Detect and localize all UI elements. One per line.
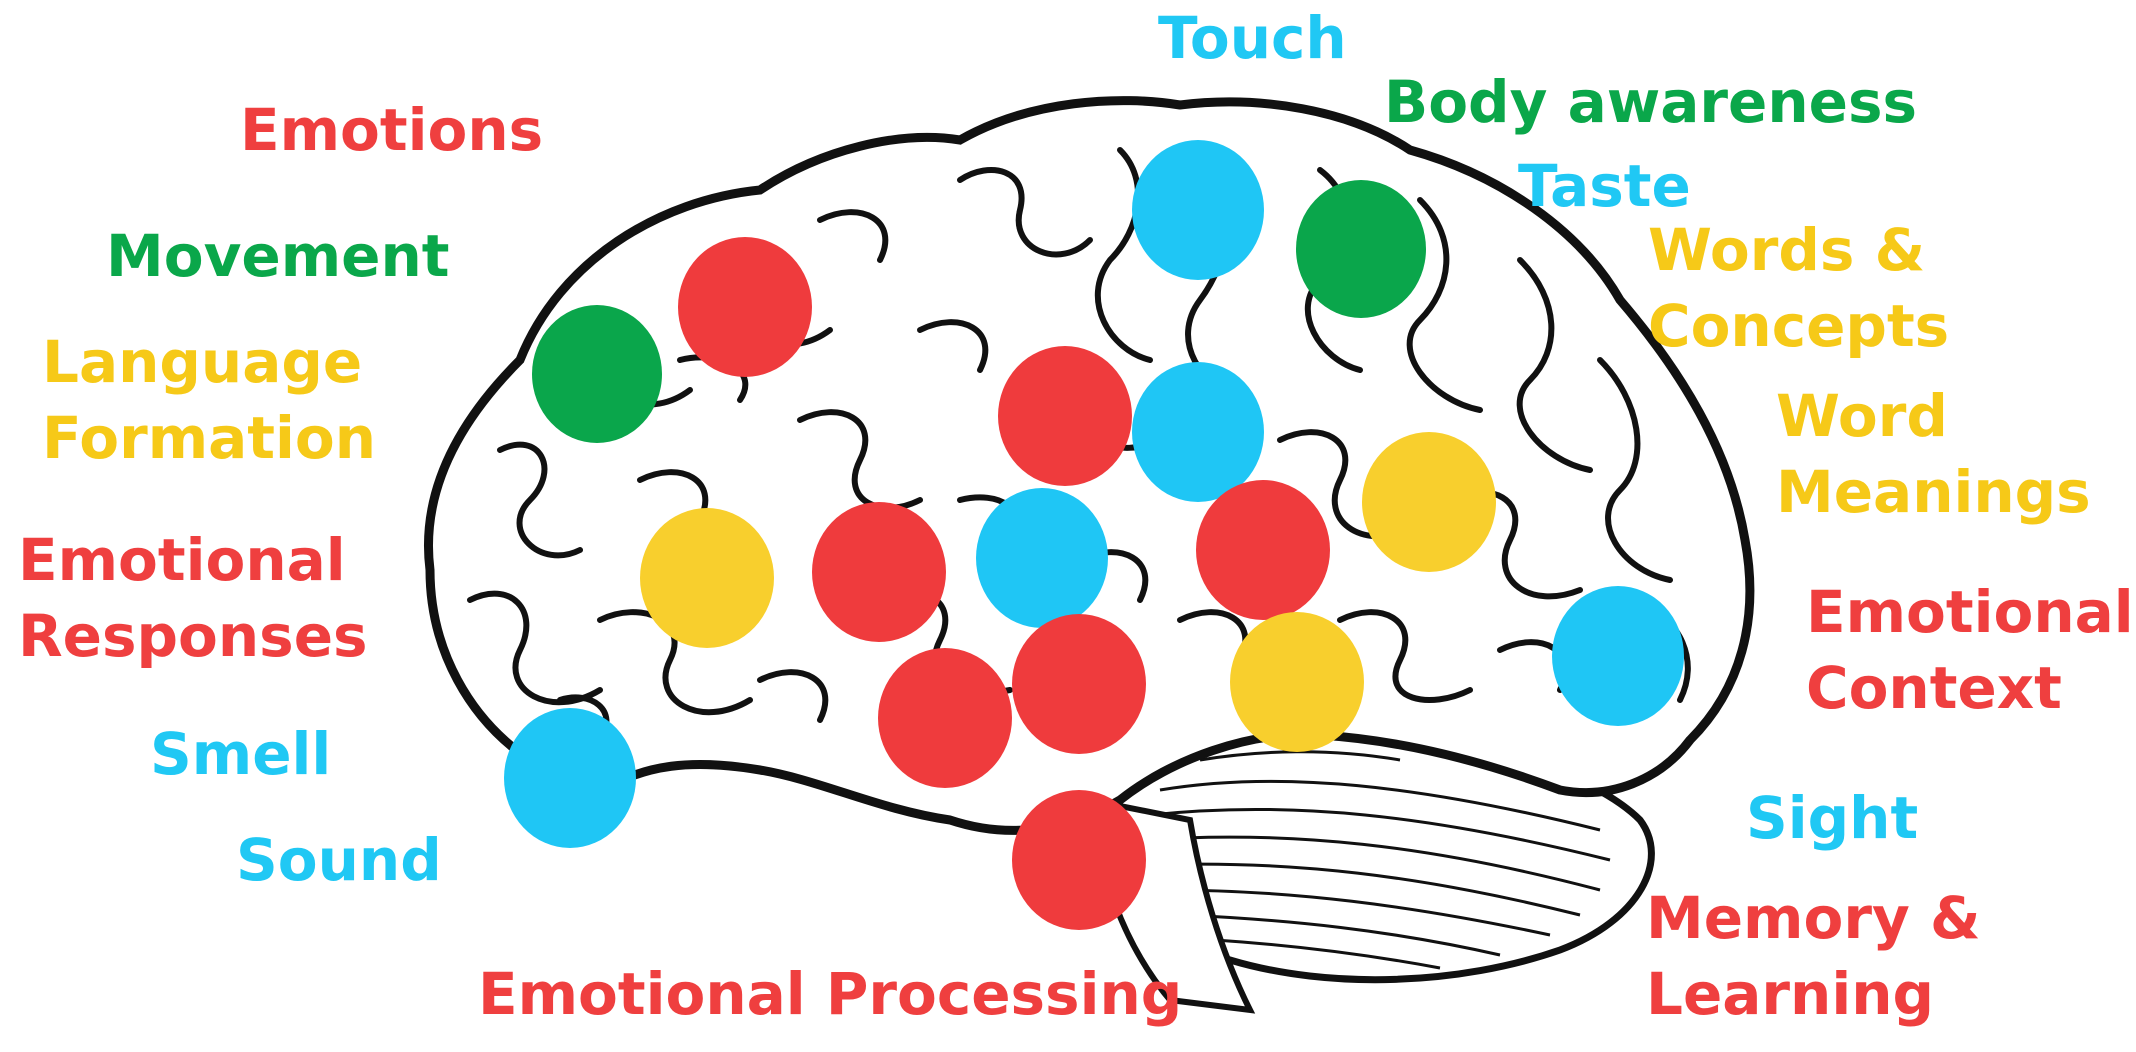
- label-memory-learning-line2: Learning: [1646, 956, 1934, 1032]
- label-sound: Sound: [236, 822, 442, 898]
- label-words-concepts-line1: Words &: [1648, 212, 1925, 288]
- label-language-formation-line2: Formation: [42, 400, 376, 476]
- yellow-dot-words-concepts: [1362, 432, 1496, 572]
- label-movement: Movement: [106, 218, 450, 294]
- red-dot-emotional-processing: [1012, 790, 1146, 930]
- blue-dot-smell: [504, 708, 636, 848]
- label-emotional-context-line1: Emotional: [1806, 574, 2134, 650]
- label-smell: Smell: [150, 716, 331, 792]
- blue-dot-taste: [1132, 362, 1264, 502]
- label-word-meanings-line2: Meanings: [1776, 454, 2091, 530]
- label-body-awareness: Body awareness: [1384, 64, 1917, 140]
- green-dot-body-awareness: [1296, 180, 1426, 318]
- label-sight: Sight: [1746, 780, 1918, 856]
- red-dot-emotions: [678, 237, 812, 377]
- label-emotional-processing: Emotional Processing: [478, 956, 1182, 1032]
- label-emotional-responses-line1: Emotional: [18, 522, 346, 598]
- yellow-dot-word-meanings: [1230, 612, 1364, 752]
- label-word-meanings-line1: Word: [1776, 378, 1948, 454]
- label-touch: Touch: [1158, 0, 1347, 76]
- red-dot-emotional-responses: [812, 502, 946, 642]
- label-emotions: Emotions: [240, 92, 543, 168]
- blue-dot-sight: [1552, 586, 1684, 726]
- blue-dot-center: [976, 488, 1108, 628]
- label-emotional-responses-line2: Responses: [18, 598, 368, 674]
- yellow-dot-language-formation: [640, 508, 774, 648]
- label-memory-learning-line1: Memory &: [1646, 880, 1981, 956]
- red-dot-center-right: [1196, 480, 1330, 620]
- blue-dot-touch: [1132, 140, 1264, 280]
- label-words-concepts-line2: Concepts: [1648, 288, 1949, 364]
- red-dot-lower-left: [878, 648, 1012, 788]
- green-dot-movement: [532, 305, 662, 443]
- label-language-formation-line1: Language: [42, 324, 362, 400]
- red-dot-center-upper: [998, 346, 1132, 486]
- label-emotional-context-line2: Context: [1806, 650, 2062, 726]
- red-dot-lower-center: [1012, 614, 1146, 754]
